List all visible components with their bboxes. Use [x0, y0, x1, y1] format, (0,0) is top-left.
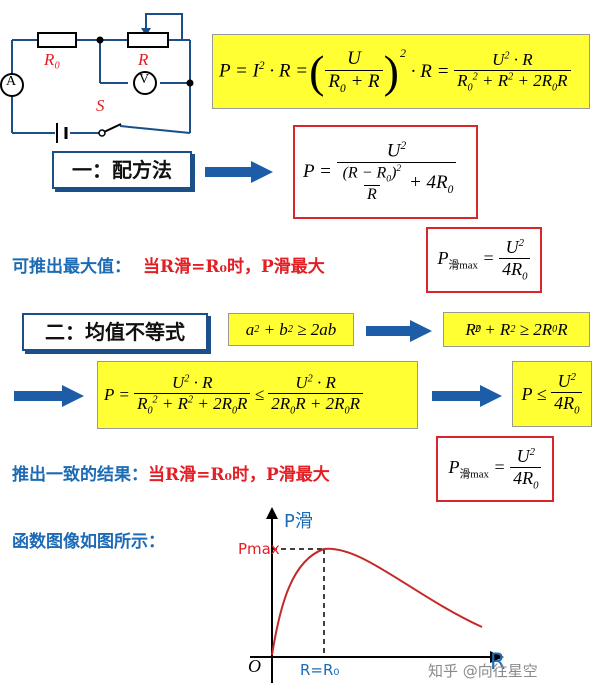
conclusion-2-prefix: 推出一致的结果： [12, 465, 148, 485]
origin-label: O [248, 656, 261, 676]
pmax-label: Pmax [238, 540, 280, 558]
graph-caption: 函数图像如图所示： [12, 532, 165, 552]
conclusion-1-condition: 当R滑=R₀时，P滑最大 [143, 257, 325, 277]
right-arrow-icon [205, 161, 273, 183]
watermark: 知乎 @向往星空 [428, 662, 538, 680]
ammeter-label: A [6, 74, 17, 89]
method-2-label: 二：均值不等式 [22, 313, 208, 351]
r0-label: R₀ [44, 50, 61, 69]
peak-x-label: R=R₀ [300, 661, 340, 679]
method-1-label: 一：配方法 [52, 151, 192, 189]
conclusion-2-condition: 当R滑=R₀时，P滑最大 [148, 465, 330, 485]
circuit-diagram [0, 13, 194, 143]
power-curve [271, 547, 483, 656]
power-curve-graph [250, 507, 504, 683]
right-arrow-icon [432, 385, 502, 407]
conclusion-1: 可推出最大值： 当R滑=R₀时，P滑最大 [12, 252, 325, 277]
conclusion-1-prefix: 可推出最大值： [12, 257, 131, 277]
right-arrow-icon [366, 320, 432, 342]
y-axis-label: P滑 [284, 511, 313, 532]
voltmeter-label: V [139, 72, 150, 87]
right-arrow-icon [14, 385, 84, 407]
x-axis-label: R [490, 650, 506, 675]
conclusion-2: 推出一致的结果：当R滑=R₀时，P滑最大 [12, 460, 330, 485]
switch-label: S [96, 96, 105, 115]
r-label: R [138, 50, 149, 69]
